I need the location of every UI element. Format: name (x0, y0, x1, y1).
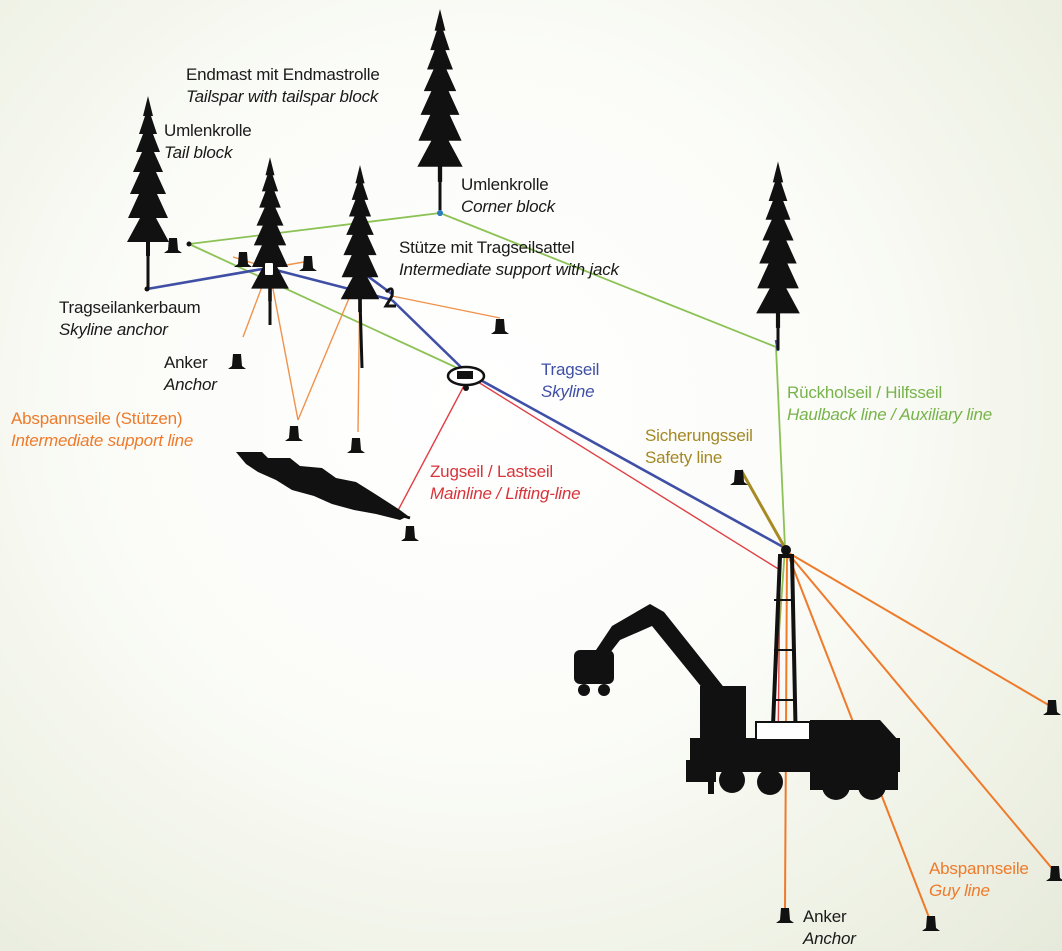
tailspar-tree (417, 9, 463, 182)
anchor-label-left: Anker Anchor (164, 353, 217, 394)
tailspar-label: Endmast mit Endmastrolle Tailspar with t… (186, 65, 380, 106)
stump (401, 526, 419, 541)
stump (491, 319, 509, 334)
safety-line-label: Sicherungsseil Safety line (645, 426, 753, 467)
support-line-label: Abspannseile (Stützen) Intermediate supp… (11, 409, 194, 450)
corner-block-icon (437, 210, 443, 216)
stump (285, 426, 303, 441)
jack-icon (383, 287, 396, 308)
tail-block-tree (251, 157, 289, 302)
skyline-anchor-label: Tragseilankerbaum Skyline anchor (59, 298, 201, 339)
anchor-stump (228, 354, 246, 369)
felled-tree (236, 452, 411, 520)
tail-block-label: Umlenkrolle Tail block (164, 121, 252, 162)
anchor-label-bottom: Anker Anchor (803, 907, 856, 948)
corner-block-tree (756, 161, 800, 328)
anchor-stump (776, 908, 794, 923)
tail-block-icon (263, 261, 275, 277)
mainline-label: Zugseil / Lastseil Mainline / Lifting-li… (430, 462, 581, 503)
stump (234, 252, 252, 267)
haulback-label: Rückholseil / Hilfsseil Haulback line / … (787, 383, 993, 424)
tower-yarder-truck-icon (574, 545, 900, 800)
stump (299, 256, 317, 271)
stump (347, 438, 365, 453)
corner-block-label: Umlenkrolle Corner block (461, 175, 555, 216)
intermediate-support-tree (340, 164, 380, 313)
guy-line-label: Abspannseile Guy line (929, 859, 1029, 900)
skyline-label: Tragseil Skyline (541, 360, 600, 401)
guy-anchor-stump (922, 916, 940, 931)
safety-line (739, 469, 787, 549)
guy-anchor-stump (1046, 866, 1062, 881)
intermediate-support-label: Stütze mit Tragseilsattel Intermediate s… (399, 238, 619, 279)
skyline-anchor-tree (127, 96, 169, 256)
carriage-icon (446, 365, 486, 391)
